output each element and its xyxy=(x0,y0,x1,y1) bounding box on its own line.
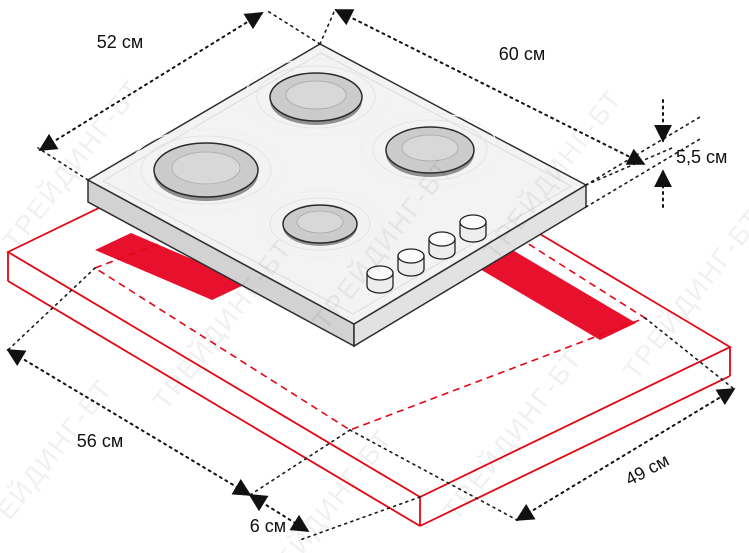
label-cutout-depth: 56 см xyxy=(77,431,123,451)
cutout-band-left xyxy=(95,233,248,300)
control-knobs xyxy=(366,214,487,294)
knob-1 xyxy=(366,265,394,294)
knob-2 xyxy=(397,248,425,277)
dimension-lines xyxy=(6,9,736,532)
label-front-offset: 6 см xyxy=(250,516,286,536)
burner-front xyxy=(282,204,358,246)
label-hob-height: 5,5 см xyxy=(676,147,727,167)
burner-back xyxy=(269,72,363,125)
dimension-line-cutout-depth xyxy=(6,349,252,496)
watermark-text: ТРЕЙДИНГ-БТ xyxy=(436,343,588,526)
cutout-band-right xyxy=(468,245,636,340)
knob-3 xyxy=(428,231,456,260)
knob-4 xyxy=(459,214,487,243)
watermark-text: ТРЕЙДИНГ-БТ xyxy=(0,373,119,553)
burner-left xyxy=(153,142,259,201)
dimension-line-hob-width xyxy=(334,9,646,165)
label-cutout-width: 49 см xyxy=(622,450,672,489)
dimension-line-hob-depth xyxy=(38,12,264,151)
label-hob-width: 60 см xyxy=(499,44,545,64)
label-hob-depth: 52 см xyxy=(97,32,143,52)
dimension-line-front-offset xyxy=(248,494,310,532)
